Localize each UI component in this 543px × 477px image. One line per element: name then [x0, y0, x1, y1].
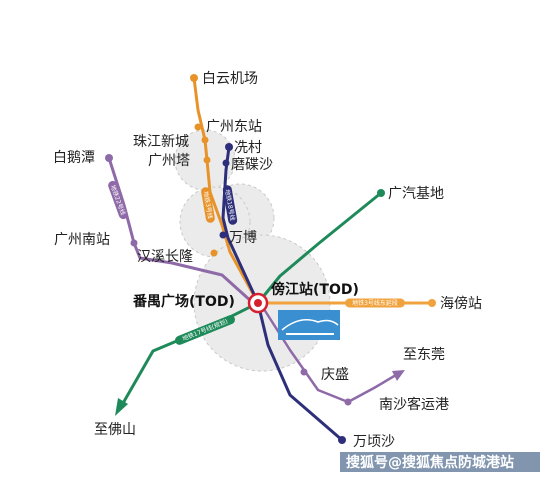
station-dot-nansha-port [344, 398, 352, 406]
arrow-to-foshan-icon [115, 398, 128, 416]
station-dot-wanqingsha [338, 436, 346, 444]
label-hanxi-changlong: 汉溪长隆 [137, 249, 193, 265]
metro-line-3 [192, 77, 260, 304]
badge-metro3-east: 地铁3号线东延段 [345, 298, 405, 308]
label-baietan: 白鹅潭 [53, 149, 95, 166]
station-dot-wanbo [219, 231, 227, 239]
watermark: 搜狐号@搜狐焦点防城港站 [340, 452, 540, 472]
label-zhujiang-newtown: 珠江新城 [133, 134, 189, 150]
project-logo [278, 310, 340, 340]
watermark-text: 搜狐号@搜狐焦点防城港站 [346, 454, 514, 471]
station-dot-guangzhou-east [194, 123, 202, 131]
hub-target-icon [247, 292, 269, 314]
label-wanbo: 万博 [229, 229, 257, 246]
label-haibang: 海傍站 [440, 295, 482, 312]
label-to-foshan: 至佛山 [94, 422, 136, 438]
label-modiesha: 磨碟沙 [231, 157, 273, 173]
label-baiyun-airport: 白云机场 [202, 71, 258, 87]
metro-line-to-dongguan [260, 305, 397, 404]
label-xiancun: 冼村 [234, 140, 262, 156]
label-panyu-square: 番禺广场(TOD) [132, 293, 235, 310]
station-dot-hanxi [210, 249, 218, 257]
svg-text:地铁22号线: 地铁22号线 [109, 184, 127, 216]
label-guangzhou-tower: 广州塔 [148, 153, 190, 169]
label-wanqingsha: 万顷沙 [353, 434, 395, 450]
station-dot-guangzhou-tower [203, 156, 211, 164]
label-guangzhou-south: 广州南站 [54, 232, 110, 248]
station-dot-xiancun [225, 143, 233, 151]
label-qingsheng: 庆盛 [321, 367, 349, 383]
station-dot-baietan [105, 154, 113, 162]
station-dot-modiesha [222, 159, 230, 167]
label-guangzhou-east: 广州东站 [206, 119, 262, 135]
station-dot-baiyun [190, 74, 198, 82]
station-dot-guangqi [377, 189, 385, 197]
station-dot-haibang [428, 299, 436, 307]
station-dot-guangzhou-south [130, 239, 138, 247]
metro-line-18 [221, 146, 343, 442]
label-guangqi-base: 广汽基地 [388, 185, 444, 202]
arrow-to-dongguan-icon [392, 370, 405, 381]
station-dot-zhujiang-newtown [201, 136, 209, 144]
svg-text:地铁3号线东延段: 地铁3号线东延段 [352, 299, 398, 307]
label-to-dongguan: 至东莞 [403, 347, 445, 363]
station-dots [105, 74, 436, 444]
badge-metro3: 地铁3号线 [201, 187, 215, 223]
label-nansha-port: 南沙客运港 [379, 396, 449, 413]
label-pangjiang: 傍江站(TOD) [271, 281, 359, 298]
station-dot-qingsheng [300, 368, 308, 376]
